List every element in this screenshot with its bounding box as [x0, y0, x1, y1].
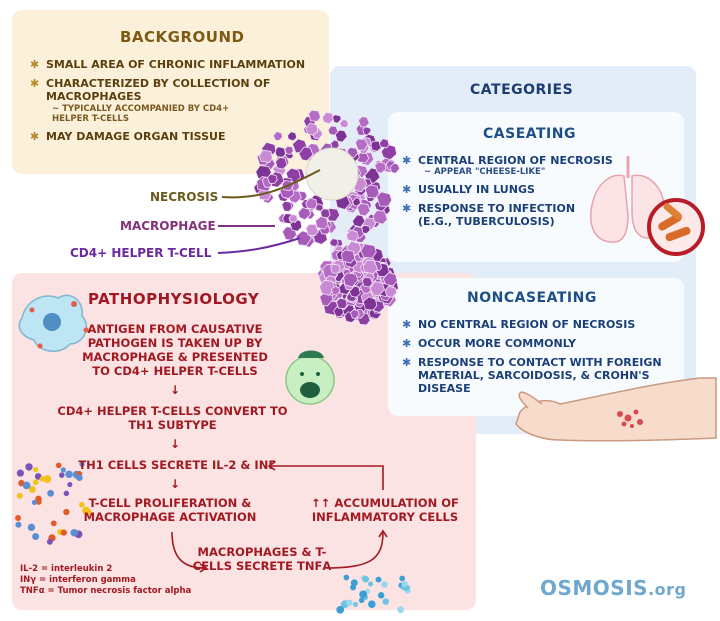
- macrophage-label: MACROPHAGE: [120, 219, 216, 233]
- tnf-dots-icon: [336, 574, 411, 614]
- loop-arrow-up: [324, 531, 384, 569]
- arm-icon: [515, 377, 717, 442]
- abbreviation-note: TNFα = Tumor necrosis factor alpha: [20, 586, 192, 596]
- list-subitem: ~ TYPICALLY ACCOMPANIED by CD4+ HELPER T…: [52, 104, 230, 124]
- pathway-step-6: MACROPHAGES & T-CELLS SECRETE TNFα: [192, 545, 332, 573]
- list-item: ✱OCCUR MORE COMMONLY: [402, 337, 576, 350]
- background-panel: [12, 10, 329, 174]
- down-arrow-icon: ↓: [170, 477, 181, 491]
- background-title: BACKGROUND: [120, 28, 245, 46]
- loop-arrow-up-head: [378, 529, 388, 538]
- tcell-leader-line: [217, 237, 301, 254]
- loop-arrow-back: [270, 465, 384, 490]
- asterisk-icon: ✱: [402, 183, 412, 196]
- background-list: ✱SMALL AREA of CHRONIC INFLAMMATION ✱CHA…: [30, 58, 320, 149]
- list-item: ✱CENTRAL REGION of NECROSIS: [402, 154, 613, 167]
- t-cell-character-icon: [285, 350, 335, 405]
- list-item: ✱RESPONSE to INFECTION (e.g., TUBERCULOS…: [402, 202, 576, 228]
- asterisk-icon: ✱: [402, 202, 412, 215]
- asterisk-icon: ✱: [402, 337, 412, 350]
- asterisk-icon: ✱: [402, 356, 412, 369]
- pathway-step-5: ↑↑ ACCUMULATION of INFLAMMATORY CELLS: [311, 496, 459, 524]
- list-item: ✱NO CENTRAL REGION of NECROSIS: [402, 318, 636, 331]
- macrophage-cell-icon: [18, 294, 89, 352]
- abbreviation-note: IL-2 = interleukin 2: [20, 564, 113, 574]
- loop-arrow-down: [171, 531, 206, 569]
- asterisk-icon: ✱: [30, 130, 40, 143]
- tcell-label: CD4+ HELPER T-CELL: [70, 246, 212, 260]
- list-item: ✱SMALL AREA of CHRONIC INFLAMMATION: [30, 58, 306, 71]
- list-item: ✱USUALLY in LUNGS: [402, 183, 535, 196]
- pathophysiology-title: PATHOPHYSIOLOGY: [88, 290, 260, 308]
- asterisk-icon: ✱: [402, 154, 412, 167]
- skin-lesion-icon: [617, 409, 643, 428]
- down-arrow-icon: ↓: [170, 437, 181, 451]
- list-item: ✱CHARACTERIZED by COLLECTION of MACROPHA…: [30, 77, 271, 103]
- cytokine-dots-icon: [15, 461, 92, 545]
- list-subitem: ~ APPEAR "CHEESE-LIKE": [424, 167, 546, 177]
- necrosis-label: NECROSIS: [150, 190, 219, 204]
- caseating-granuloma-icon: [253, 109, 401, 250]
- pathway-step-1: ANTIGEN from CAUSATIVE PATHOGEN is TAKEN…: [82, 322, 268, 378]
- caseating-list: ✱CENTRAL REGION of NECROSIS ~ APPEAR "CH…: [402, 154, 652, 234]
- loop-arrow-down-head: [199, 563, 208, 573]
- list-item: ✱MAY DAMAGE ORGAN TISSUE: [30, 130, 226, 143]
- categories-title: CATEGORIES: [470, 82, 574, 98]
- list-item: ✱RESPONSE to CONTACT with FOREIGN MATERI…: [402, 356, 662, 395]
- noncaseating-granuloma-icon: [316, 240, 399, 326]
- down-arrow-icon: ↓: [170, 383, 181, 397]
- bacteria-magnifier-icon: [647, 198, 705, 256]
- abbreviation-note: INγ = interferon gamma: [20, 575, 136, 585]
- loop-arrow-back-head: [267, 461, 276, 471]
- noncaseating-list: ✱NO CENTRAL REGION of NECROSIS ✱OCCUR MO…: [402, 318, 684, 401]
- pathway-step-3: TH1 CELLS SECRETE IL-2 & INγ: [78, 458, 276, 472]
- pathway-step-2: CD4+ HELPER T-CELLS CONVERT to TH1 SUBTY…: [57, 404, 288, 432]
- pathway-step-4: T-CELL PROLIFERATION & MACROPHAGE ACTIVA…: [83, 496, 257, 524]
- osmosis-logo[interactable]: OSMOSIS.org: [540, 576, 687, 600]
- asterisk-icon: ✱: [402, 318, 412, 331]
- necrosis-leader-line: [221, 169, 321, 199]
- asterisk-icon: ✱: [30, 77, 40, 90]
- asterisk-icon: ✱: [30, 58, 40, 71]
- caseating-title: CASEATING: [483, 126, 576, 142]
- noncaseating-title: NONCASEATING: [467, 290, 597, 306]
